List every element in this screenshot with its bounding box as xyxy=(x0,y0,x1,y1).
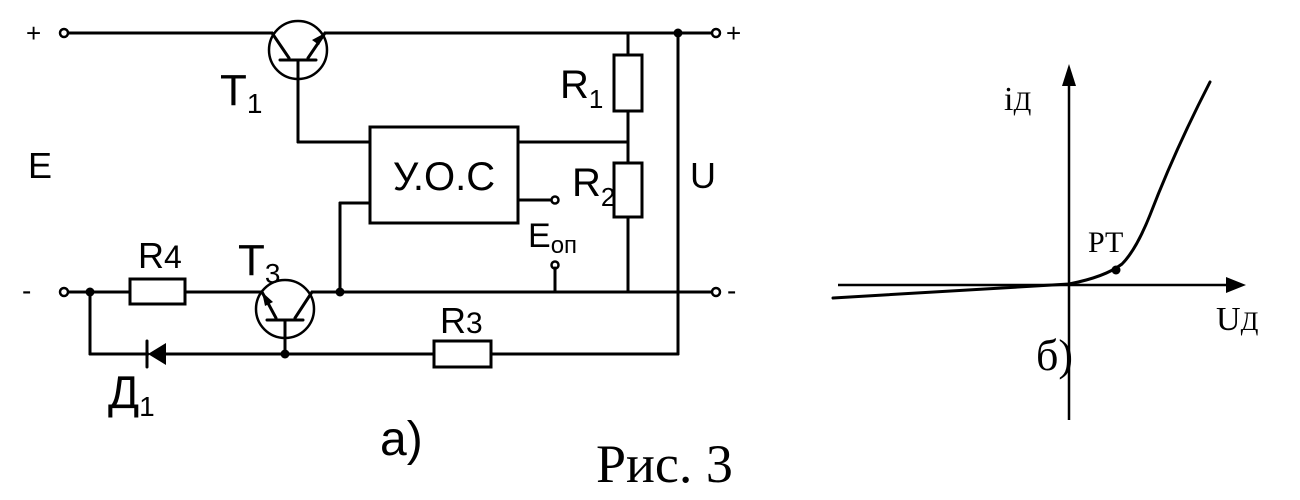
transistor-t1 xyxy=(267,19,372,144)
caption-a: а) xyxy=(380,413,423,466)
plus-left-label: + xyxy=(26,18,41,48)
x-axis-arrow xyxy=(1226,277,1246,293)
output-plus-terminal xyxy=(710,27,722,39)
t1-label: T1 xyxy=(220,66,262,119)
x-axis-label: UД xyxy=(1216,301,1259,338)
junction-bottom-left xyxy=(85,287,95,297)
junction-t3-collector xyxy=(335,287,345,297)
eop-terminal-uos xyxy=(550,195,560,205)
caption-b: б) xyxy=(1036,331,1073,380)
output-minus-terminal xyxy=(710,286,722,298)
e-label: E xyxy=(28,145,52,186)
uos-label: У.О.С xyxy=(393,155,495,199)
r3-label: R3 xyxy=(440,300,483,341)
y-axis-arrow xyxy=(1062,64,1076,86)
operating-point-label: РТ xyxy=(1088,226,1123,259)
graph-b: iД UД РТ б) xyxy=(831,64,1259,420)
eop-label: Eоп xyxy=(528,217,577,259)
figure-caption: Рис. 3 xyxy=(596,434,733,494)
y-axis-label: iД xyxy=(1004,81,1031,118)
diode-d1 xyxy=(145,339,166,369)
t1-emitter-arrow xyxy=(312,33,325,45)
diode-triangle xyxy=(148,343,166,365)
uos-block xyxy=(368,125,520,225)
r2-label: R2 xyxy=(572,161,615,212)
input-minus-terminal xyxy=(58,286,70,298)
operating-point-marker xyxy=(1111,265,1121,275)
junction-t3-base xyxy=(280,349,290,359)
resistor-r2 xyxy=(612,161,644,219)
r1-label: R1 xyxy=(560,63,603,114)
r4-label: R4 xyxy=(138,235,182,276)
d1-label: Д1 xyxy=(108,366,155,422)
t1-collector xyxy=(270,31,291,60)
circuit-a: У.О.С xyxy=(22,18,741,466)
resistor-r3 xyxy=(432,339,493,369)
input-plus-terminal xyxy=(58,27,70,39)
t3-collector xyxy=(293,290,314,320)
t3-label: T3 xyxy=(238,236,280,289)
u-label: U xyxy=(690,155,716,196)
minus-right-label: - xyxy=(727,275,736,306)
junction-top-right xyxy=(673,28,683,38)
t3-emitter-arrow xyxy=(262,292,273,306)
resistor-r4 xyxy=(128,277,187,306)
transistor-t3 xyxy=(254,278,316,356)
diode-iv-curve xyxy=(831,80,1212,300)
minus-left-label: - xyxy=(22,275,31,306)
resistor-r1 xyxy=(612,53,644,113)
plus-right-label: + xyxy=(726,18,741,48)
